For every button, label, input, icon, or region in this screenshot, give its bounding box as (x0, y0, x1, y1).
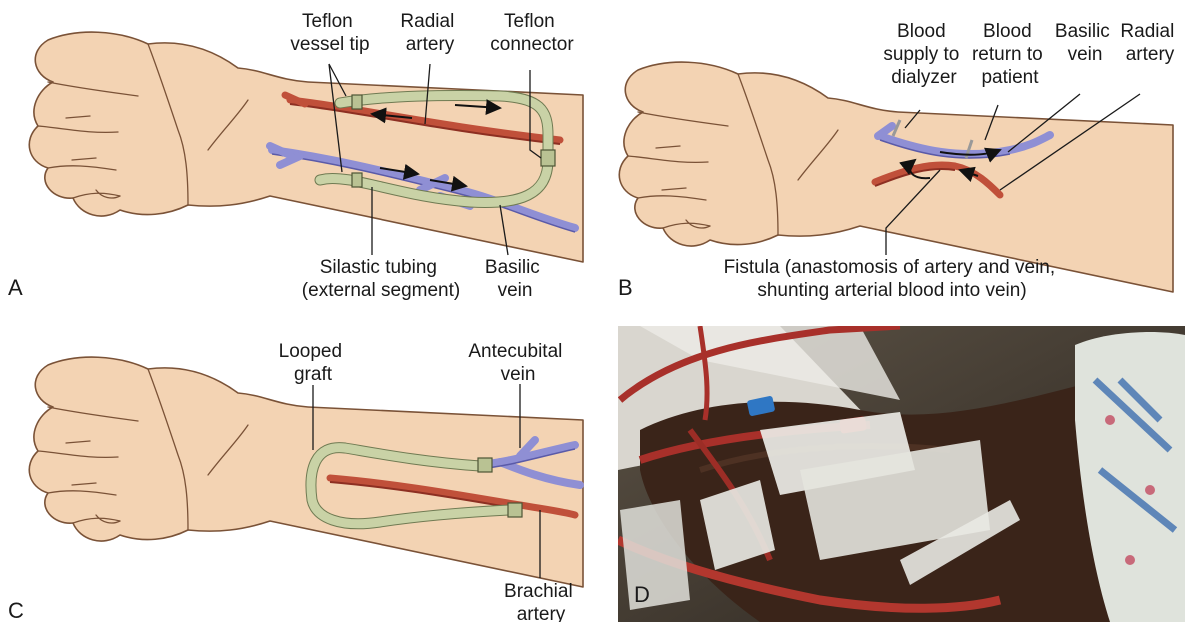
label-line: Radial (1120, 21, 1174, 42)
panel-c: Looped graft Antecubital vein Brachial a… (8, 341, 583, 622)
label-line: Looped (279, 341, 342, 362)
label-line: Basilic (485, 257, 540, 278)
panel-letter-a: A (8, 275, 23, 300)
teflon-connector (541, 150, 555, 166)
label-line: (external segment) (302, 280, 460, 301)
label-line: dialyzer (891, 67, 957, 88)
panel-d-photo: D (618, 326, 1185, 622)
label-line: Blood (897, 21, 946, 42)
label-line: return to (972, 44, 1043, 65)
forearm-a (29, 32, 583, 262)
label-teflon-vessel-tip: Teflon vessel tip (290, 11, 369, 55)
label-line: Antecubital (468, 341, 562, 362)
label-radial-artery-a: Radial artery (400, 11, 459, 55)
sleeve-flower (1105, 415, 1115, 425)
panel-a: Teflon vessel tip Radial artery Teflon c… (8, 11, 583, 301)
graft-arterial-anastomosis (508, 503, 522, 517)
label-line: vessel tip (290, 34, 369, 55)
label-line: shunting arterial blood into vein) (757, 280, 1026, 301)
label-line: Teflon (302, 11, 353, 32)
forearm-c (29, 357, 583, 587)
label-line: Fistula (anastomosis of artery and vein, (724, 257, 1056, 278)
label-blood-supply: Blood supply to dialyzer (883, 21, 964, 88)
panel-letter-d: D (634, 582, 650, 607)
label-brachial-artery: Brachial artery (504, 581, 578, 622)
label-line: Radial (400, 11, 454, 32)
label-line: vein (1068, 44, 1103, 65)
label-line: vein (498, 280, 533, 301)
label-line: graft (294, 364, 333, 385)
tape-strip (620, 500, 690, 610)
label-basilic-vein-b: Basilic vein (1055, 21, 1115, 65)
label-line: Silastic tubing (320, 257, 437, 278)
panel-letter-b: B (618, 275, 633, 300)
label-silastic-tubing: Silastic tubing (external segment) (302, 257, 460, 301)
label-line: artery (1126, 44, 1175, 65)
label-line: connector (490, 34, 574, 55)
sleeve-flower (1125, 555, 1135, 565)
label-blood-return: Blood return to patient (972, 21, 1048, 88)
panel-b: Blood supply to dialyzer Blood return to… (618, 21, 1180, 301)
label-line: patient (981, 67, 1039, 88)
label-fistula: Fistula (anastomosis of artery and vein,… (724, 257, 1061, 301)
label-line: Teflon (504, 11, 555, 32)
panel-letter-c: C (8, 598, 24, 622)
label-radial-artery-b: Radial artery (1120, 21, 1179, 65)
teflon-vessel-tip-upper (352, 95, 362, 109)
label-basilic-vein-a: Basilic vein (485, 257, 545, 301)
label-looped-graft: Looped graft (279, 341, 348, 385)
label-line: artery (406, 34, 455, 55)
teflon-vessel-tip-lower (352, 173, 362, 187)
label-antecubital-vein: Antecubital vein (468, 341, 567, 385)
label-line: Blood (983, 21, 1032, 42)
sleeve-flower (1145, 485, 1155, 495)
graft-venous-anastomosis (478, 458, 492, 472)
label-line: artery (517, 604, 566, 622)
label-line: Brachial (504, 581, 573, 602)
label-line: vein (501, 364, 536, 385)
label-teflon-connector: Teflon connector (490, 11, 574, 55)
label-line: Basilic (1055, 21, 1110, 42)
label-line: supply to (883, 44, 959, 65)
